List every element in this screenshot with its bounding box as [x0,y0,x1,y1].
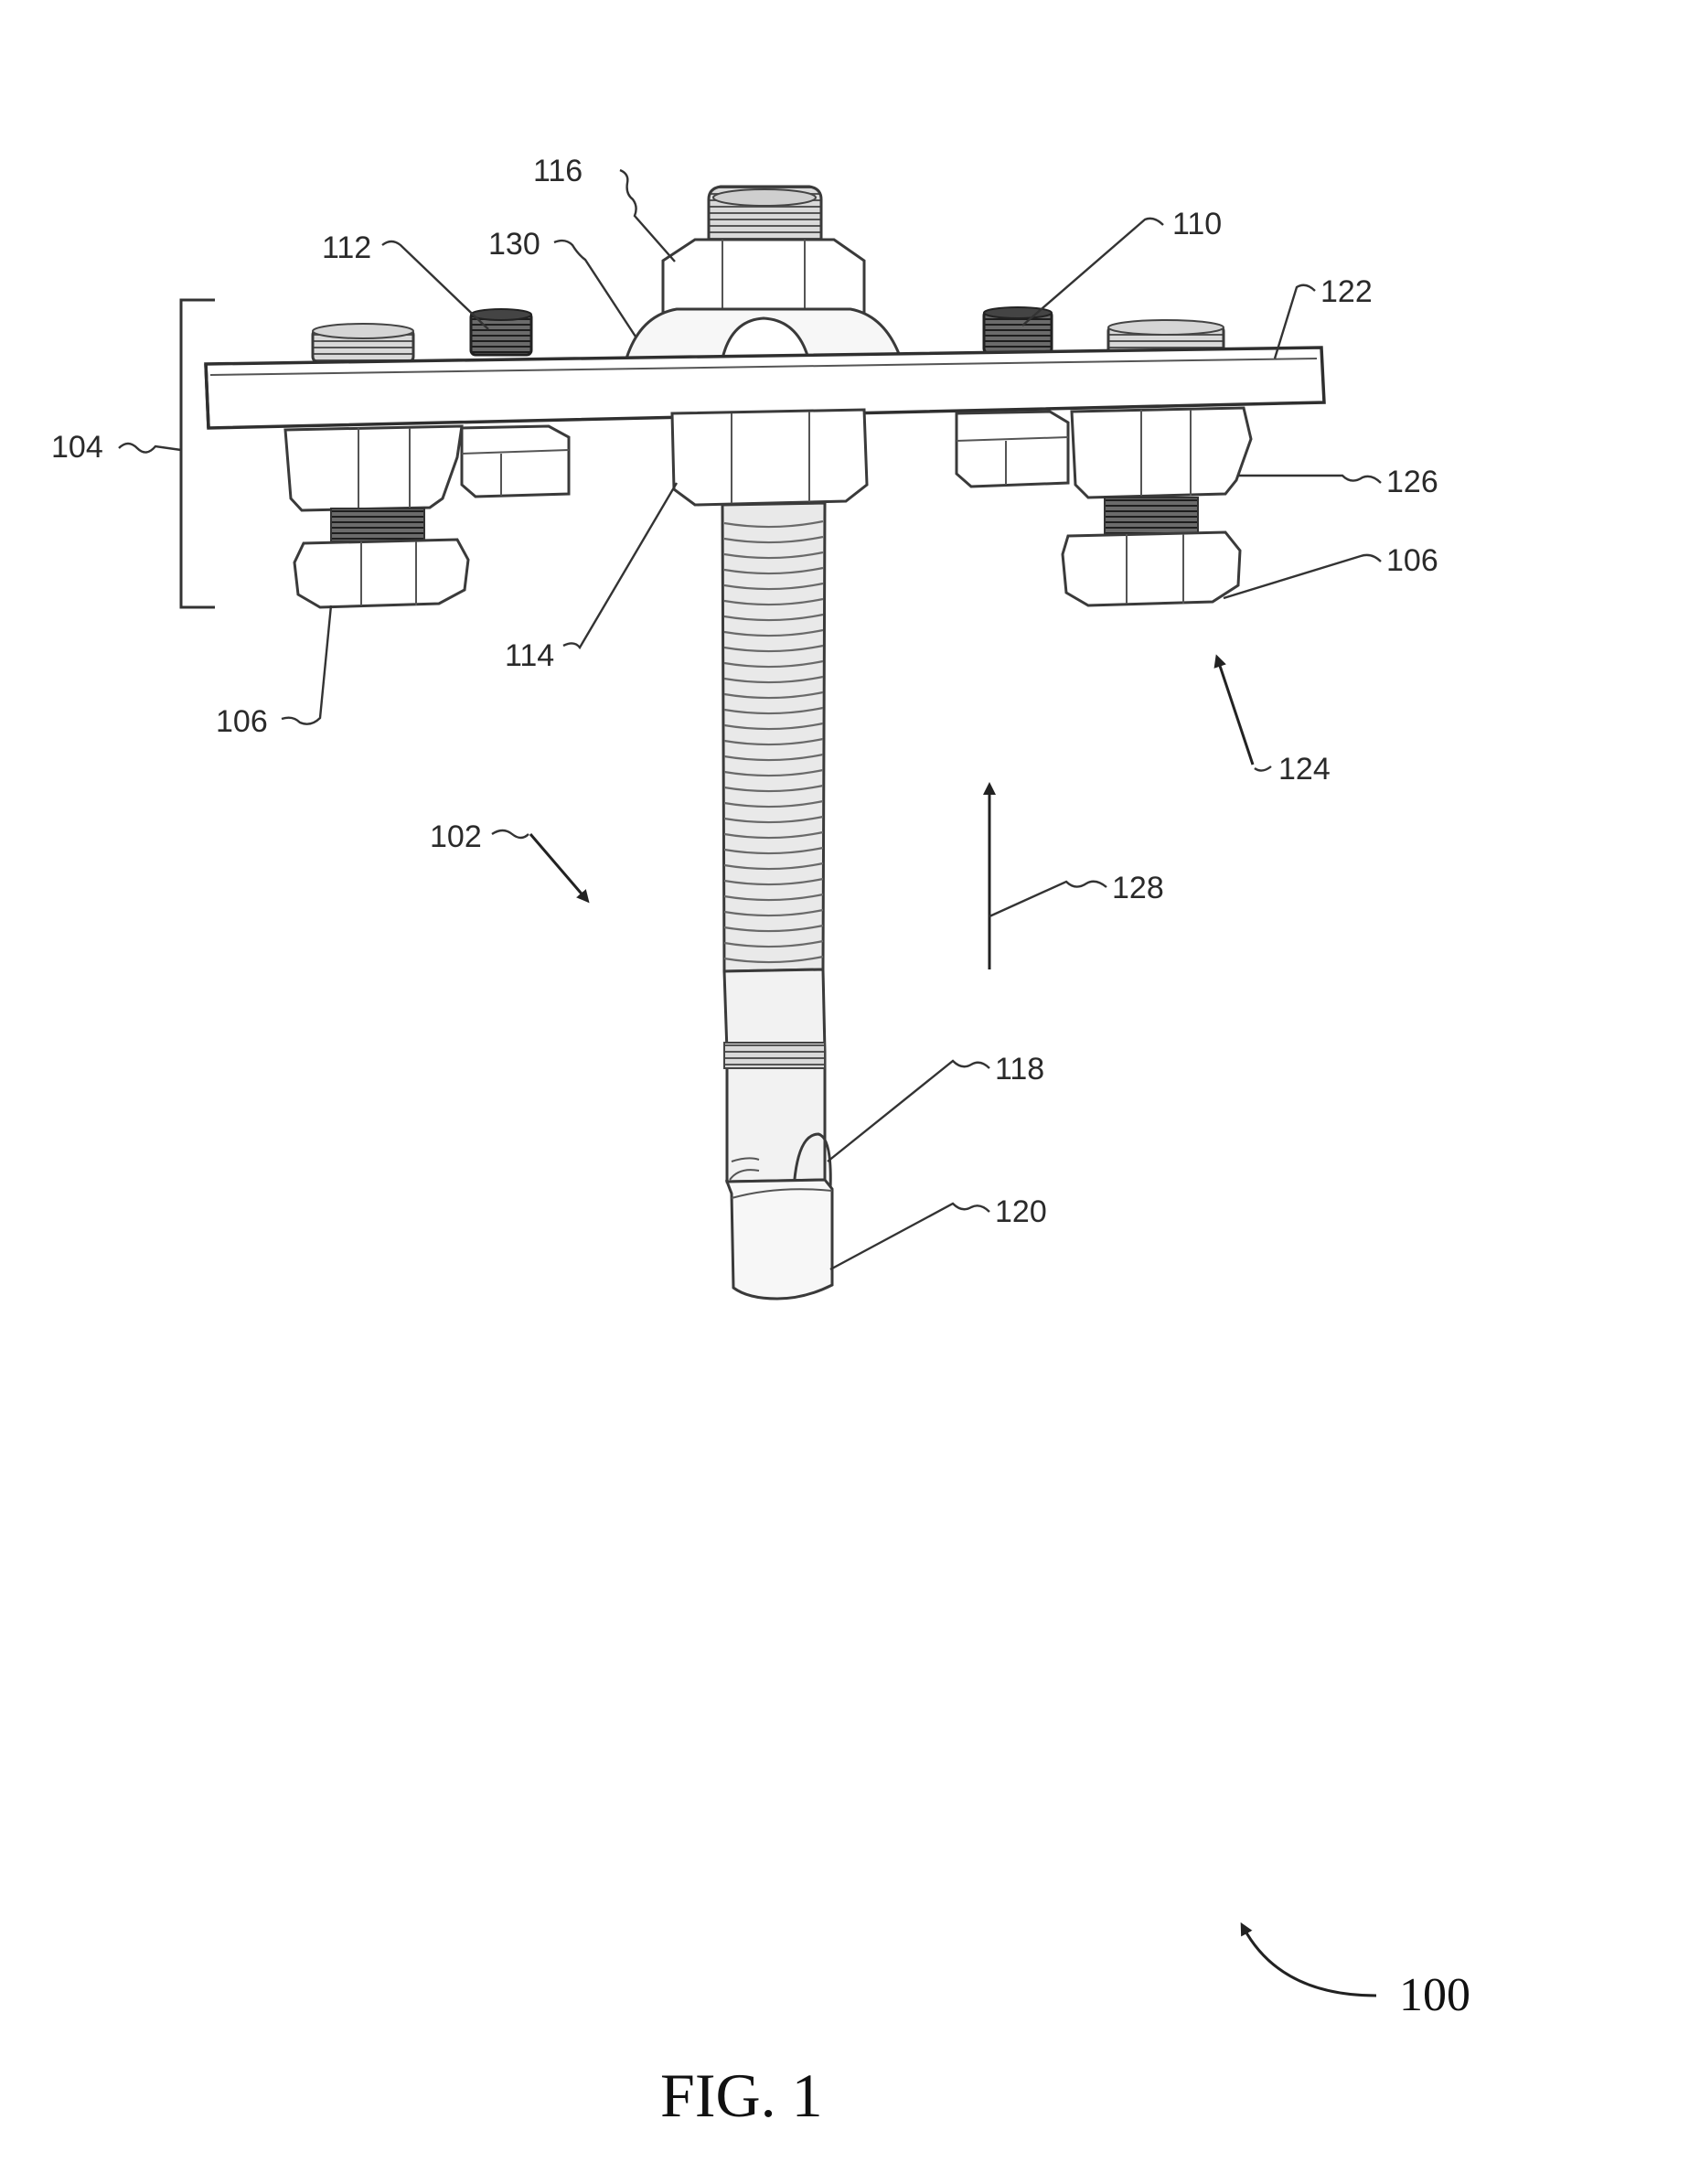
label-130: 130 [488,227,540,262]
label-118: 118 [995,1052,1044,1087]
left-leveling-screw-threads [331,509,424,541]
label-116: 116 [533,154,583,188]
left-small-nut [462,426,569,497]
anchor-bolt-shank [722,503,825,971]
label-122: 122 [1320,274,1373,309]
lower-nut-114 [672,410,867,505]
label-102: 102 [430,819,482,854]
figure-caption: FIG. 1 [660,2061,823,2130]
bracket-104 [181,300,215,607]
anchor-bolt-drawing [181,187,1324,1299]
right-set-screw-110 [984,307,1052,353]
label-104: 104 [51,430,103,465]
label-124: 124 [1278,752,1331,787]
expansion-cone-120 [727,1180,832,1299]
left-lower-nut [285,426,462,510]
right-lower-nut-126 [1072,408,1251,498]
label-120: 120 [995,1194,1047,1229]
left-set-screw-112 [471,309,531,355]
label-128: 128 [1112,871,1164,905]
label-106-left: 106 [216,704,268,739]
right-leveling-screw-head-106 [1063,532,1240,605]
right-leveling-screw-threads [1105,498,1198,534]
dome-washer-130 [626,309,901,359]
label-114: 114 [505,638,554,673]
left-leveling-screw-head-106 [294,540,468,607]
label-100: 100 [1399,1969,1470,2021]
right-small-nut [957,412,1068,487]
label-126: 126 [1386,465,1438,499]
label-106-right: 106 [1386,543,1438,578]
stud-top-threads [709,187,821,240]
left-top-threaded-stud [313,324,413,362]
label-112: 112 [322,230,371,265]
expansion-sleeve-118 [724,969,830,1189]
label-110: 110 [1172,207,1222,241]
